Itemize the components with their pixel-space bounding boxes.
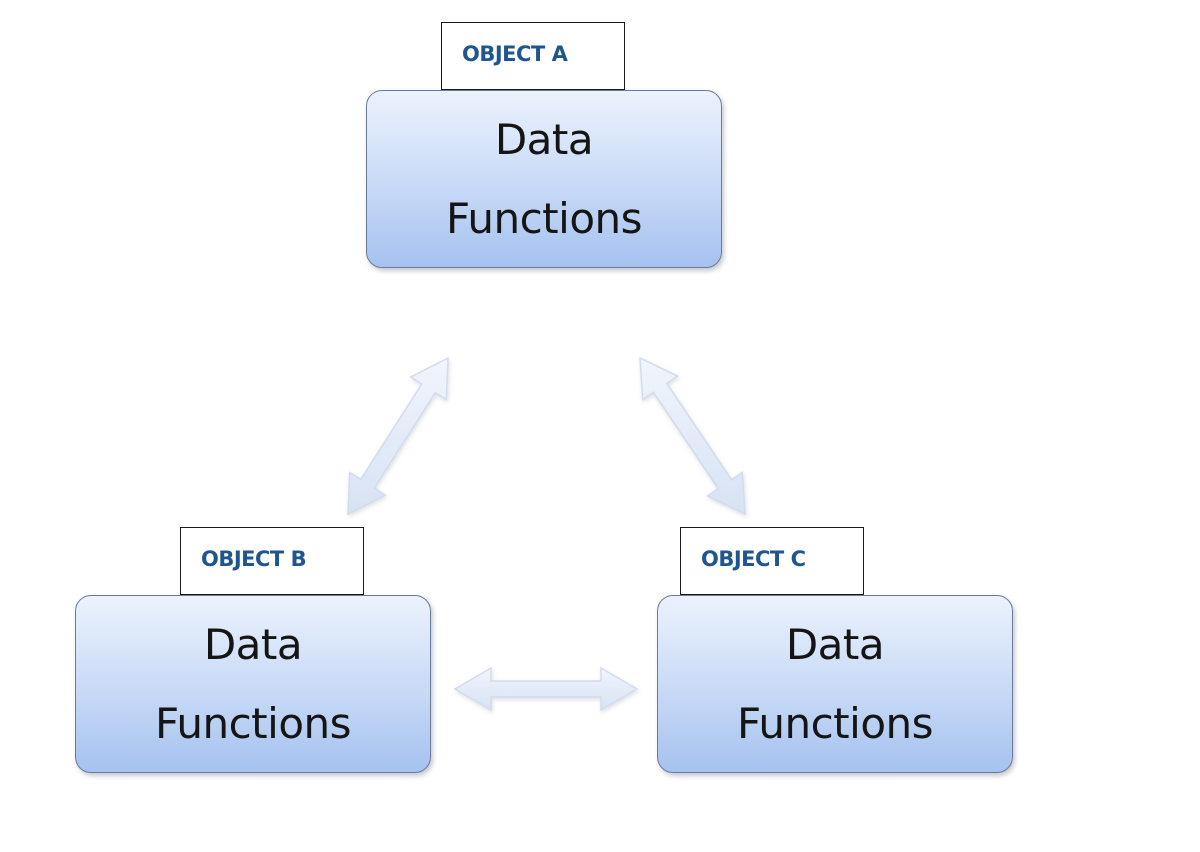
object-c-label: OBJECT C <box>680 527 864 595</box>
object-a-label: OBJECT A <box>441 22 625 90</box>
arrow-b-c <box>453 666 639 712</box>
object-b-box: Data Functions <box>75 595 431 773</box>
object-c-box: Data Functions <box>657 595 1013 773</box>
arrow-a-c <box>639 356 746 516</box>
object-a-box: Data Functions <box>366 90 722 268</box>
arrow-a-b <box>347 356 449 516</box>
object-c-functions-text: Functions <box>736 699 934 748</box>
object-a-data-text: Data <box>494 115 594 164</box>
object-b-functions-text: Functions <box>154 699 352 748</box>
object-b-data-text: Data <box>203 620 303 669</box>
object-c-data-text: Data <box>785 620 885 669</box>
object-a-functions-text: Functions <box>445 194 643 243</box>
object-b-label: OBJECT B <box>180 527 364 595</box>
